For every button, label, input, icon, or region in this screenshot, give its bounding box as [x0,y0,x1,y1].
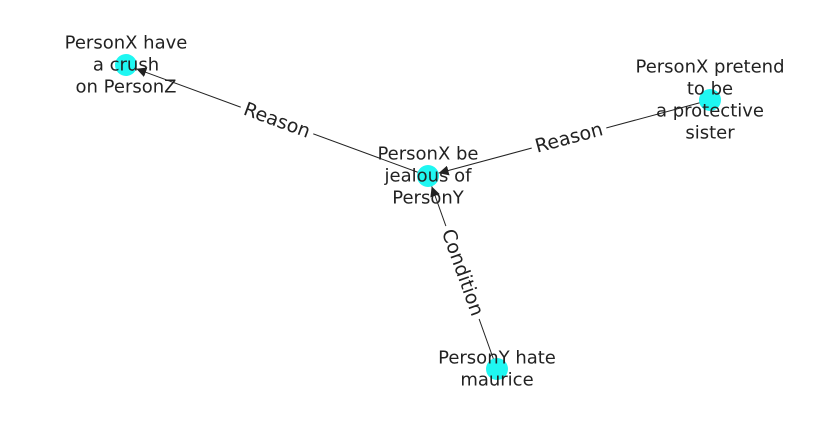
node-label-line: to be [687,79,733,100]
edge-label-condition: Condition [437,226,488,319]
edge-label-background [434,222,491,323]
node-label-line: PersonY [392,188,464,209]
edge-label-reason: Reason [241,98,314,143]
edge-label-group-0: Reason [236,95,318,146]
node-pretend [699,89,721,111]
edges-layer [136,67,711,370]
edge-label-group-2: Condition [434,222,491,323]
node-hate [486,358,508,380]
node-label-line: PersonX be [377,144,478,165]
node-label-line: on PersonZ [76,77,177,98]
node-center [417,165,439,187]
edge-label-reason: Reason [533,118,606,157]
edge-label-group-1: Reason [528,116,610,160]
node-label-line: PersonX pretend [635,57,784,78]
node-label-line: a crush [93,55,159,76]
node-label-line: PersonY hate [438,348,556,369]
node-label-line: sister [685,123,735,144]
node-crush [115,54,137,76]
node-label-line: jealous of [384,166,473,187]
edge-label-background [528,116,610,160]
node-label-line: PersonX have [65,33,188,54]
edge-label-background [236,95,318,146]
nodes-layer [115,54,721,380]
node-label-line: a protective [656,101,764,122]
node-label-line: maurice [460,370,533,391]
